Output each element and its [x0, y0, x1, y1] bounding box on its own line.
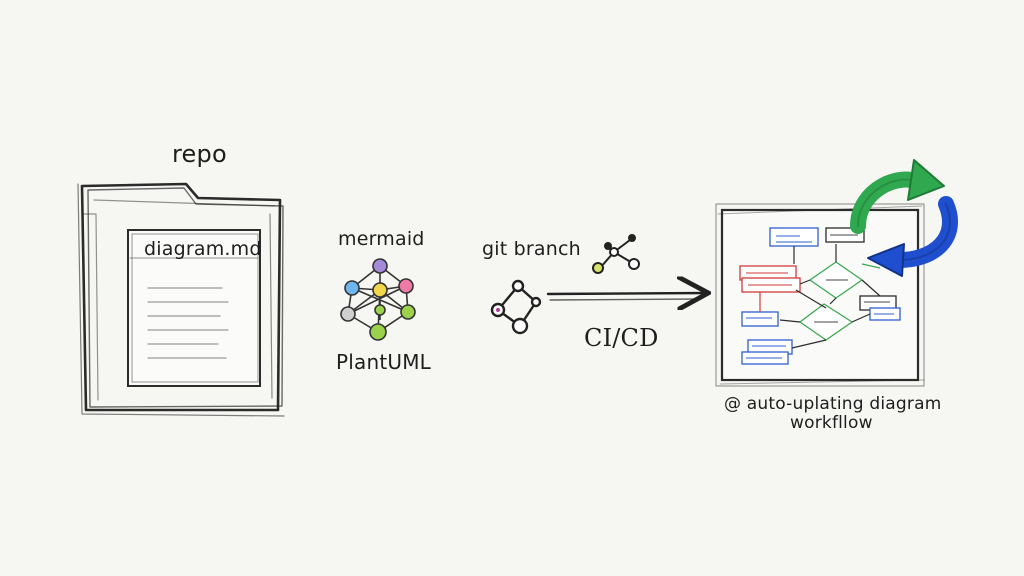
refresh-cycle-icon [850, 159, 958, 277]
output-caption-line2: workfllow [790, 413, 873, 433]
git-branch-icon [592, 234, 640, 274]
mermaid-label: mermaid [338, 228, 425, 250]
cicd-label: CI/CD [584, 324, 659, 352]
flowchart-content [739, 227, 901, 365]
repo-folder-icon [77, 182, 285, 417]
output-caption-line1: @ auto-uplating diagram [724, 394, 942, 414]
pipeline-arrow [546, 293, 706, 300]
repo-title: repo [172, 140, 227, 168]
markdown-file-icon [127, 229, 261, 387]
git-merge-icon [490, 279, 542, 335]
plantuml-label: PlantUML [336, 350, 432, 374]
graph-network-icon [340, 258, 416, 341]
git-branch-label: git branch [482, 238, 581, 260]
file-name-label: diagram.md [144, 238, 262, 260]
